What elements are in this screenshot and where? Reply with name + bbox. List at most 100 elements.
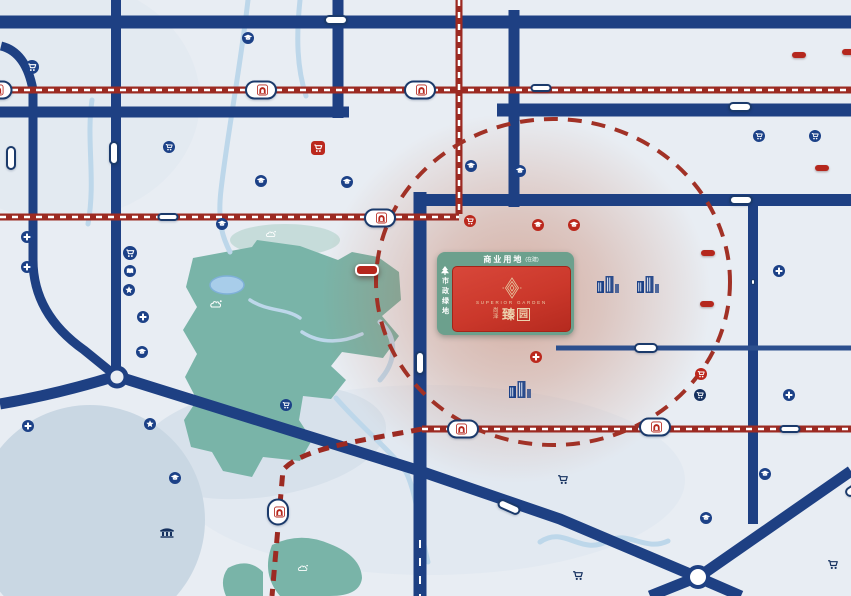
road-label-changjiang-east-road [728,102,752,112]
poi-residential-buildings-1 [596,275,620,293]
cart-plain-icon [557,473,569,485]
school-icon [169,472,181,484]
metro-station-metro-line9 [157,213,179,221]
star-icon [123,284,135,296]
road-label-baogong-avenue [324,15,348,25]
tree-icon [440,266,449,275]
poi-changjiang-wholesale-market [163,141,175,155]
metro-station-longgang-station [245,80,277,100]
school-icon [568,219,580,231]
metro-icon [416,84,427,96]
cart-plain-icon [827,558,839,570]
temple-icon [159,526,175,538]
project-pill-ruijing-lanting [815,165,829,171]
commercial-land-banner: 商业用地 (在建) [451,254,571,265]
cart-plain-icon [572,569,584,581]
hospital-icon [22,420,34,432]
hospital-icon [137,311,149,323]
hospital-icon [21,231,33,243]
road-label-xinanjiang-road [729,195,753,205]
metro-icon [274,506,285,518]
poi-east-new-center-hq [144,418,156,432]
poi-hefei-no1-high-school [136,346,151,358]
book-icon [124,265,136,277]
road-label-dongfeng-avenue [751,279,755,285]
metro-station-metro-line6 [779,425,801,433]
central-zone-dashed-circle [374,117,732,447]
poi-public-health-clinical-center [530,351,542,365]
interchange [686,565,710,589]
project-name-cn: 尚泽 臻 园 [492,306,531,322]
project-pill-shangze-qirui-east [700,301,714,307]
land-use-label: 商业用地 [483,255,524,264]
metro-icon [456,423,467,435]
metro-station-planned-station [267,498,289,526]
poi-moon-bay [265,228,280,240]
metro-icon [257,84,268,96]
cart-circle-icon [123,246,137,260]
poi-residential-buildings-3 [508,380,535,398]
poi-planned-education-land [514,165,526,179]
metro-station-fulong-station [447,419,479,439]
municipal-green-strip: 市政绿地 [439,266,450,331]
poi-hefei-no55-middle-school [242,32,254,46]
poi-planned-edu-icon [465,160,477,172]
school-icon [465,160,477,172]
longxidi-park-shape [267,537,362,596]
school-icon [242,32,254,44]
hospital-icon [21,261,33,273]
brand-label: 尚泽 [492,307,499,321]
star-icon [144,418,156,430]
poi-no48-middle-school [532,219,544,233]
hospital-icon [783,389,795,401]
cart-circle-icon [753,130,765,142]
poi-huadong-building-materials-center [557,473,572,485]
school-icon [341,176,353,188]
poi-shifan-primary-school [568,219,580,233]
cart-circle-icon [694,389,706,401]
school-icon [514,165,526,177]
school-icon [216,218,228,230]
park-icon [209,297,223,311]
school-icon [532,219,544,231]
school-icon [136,346,148,358]
poi-li-hongzhang-hall [159,526,178,538]
cart-circle-icon [280,399,292,411]
poi-yaohai-book-city [124,265,139,277]
poi-longxidi-wetland-park [297,562,312,574]
project-pill-shangze-yueyuan [355,264,379,276]
name-main: 臻 [501,306,515,322]
metro-station-metro-line2-extension [530,84,552,92]
metro-station-sanshibu-station [404,80,436,100]
poi-yaohaiwan-wetland-park [209,297,226,311]
park-pond [209,275,245,295]
poi-yaohai-wanda [25,60,42,74]
project-name-en: SUPERIOR GARDEN [475,300,547,306]
road-label-dazhong-road [415,351,425,375]
poi-longyu-center [464,215,476,229]
poi-huishang-market [753,130,765,144]
poi-baida-zhougudui-market [280,399,292,413]
poi-no2-peoples-hospital [137,311,152,323]
poi-hefei-no10-middle [341,176,356,188]
binhu-center-blob [0,405,205,596]
cart-circle-icon [163,141,175,153]
poi-baoli-plaza [123,246,140,260]
poi-yaohai-tianjie [311,141,328,155]
poi-magang-primary-school [216,218,228,232]
poi-hefei-tcm-hospital [22,420,34,434]
metro-icon [0,84,4,96]
poi-huasheng-commercial-plaza [572,569,587,581]
land-use-note: (在建) [525,257,539,263]
poi-yaohai-govt-service-center [123,284,138,296]
poi-feidong-xinan-hospital [773,265,788,277]
building-icon [596,275,620,293]
school-icon [255,175,267,187]
metro-icon [651,421,662,433]
cart-circle-icon [464,215,476,227]
school-icon [700,512,712,524]
hospital-icon [530,351,542,363]
cart-square-icon [311,141,325,155]
poi-mingyue-plaza [695,368,710,380]
